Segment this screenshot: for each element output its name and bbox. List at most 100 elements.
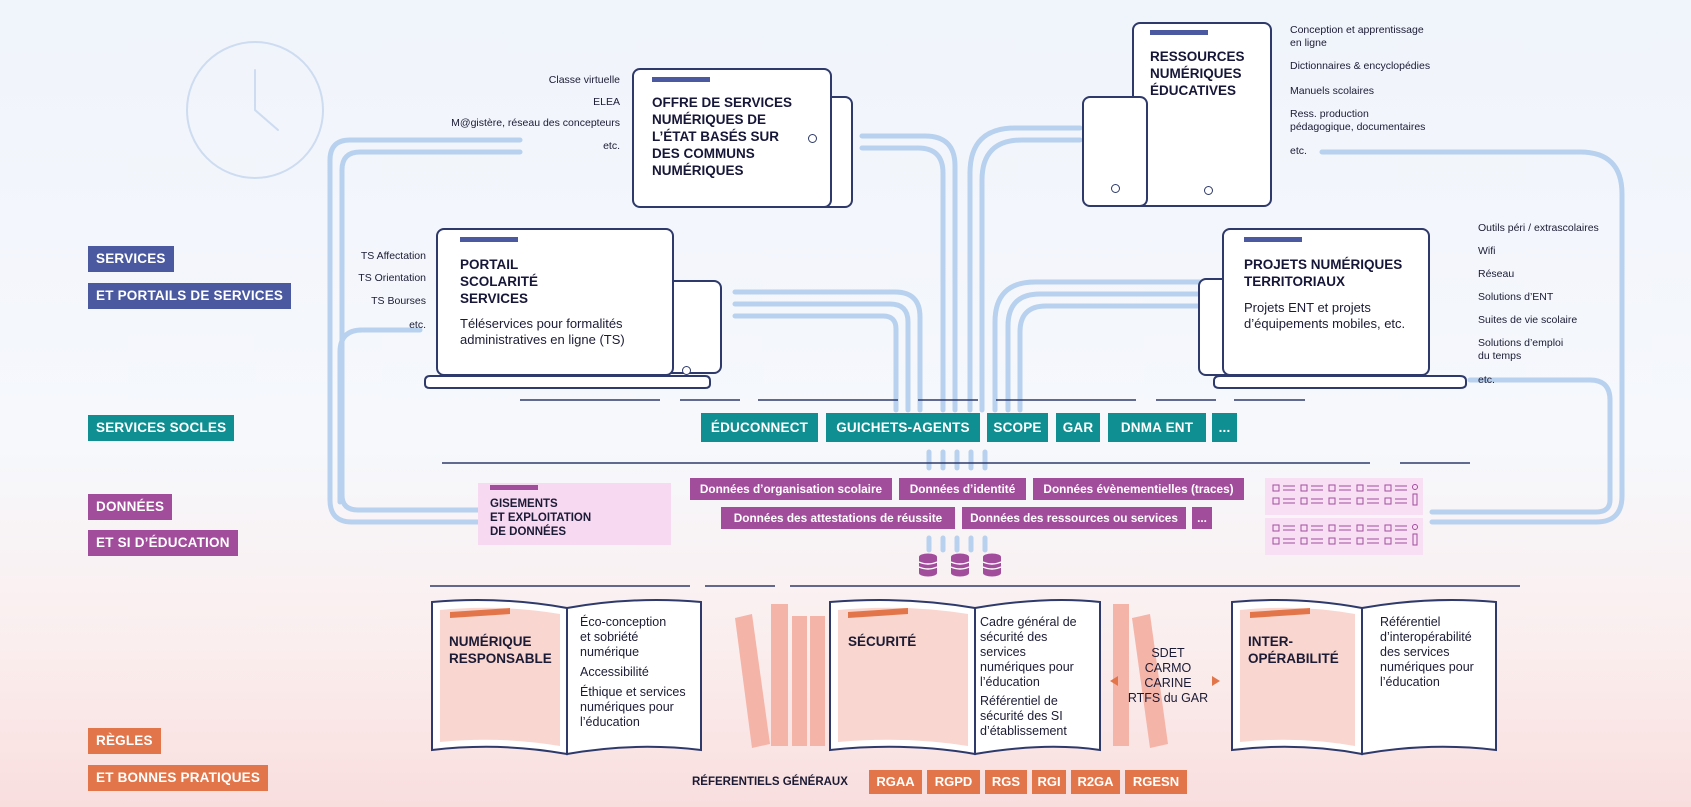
card-accent-bar (1244, 237, 1302, 242)
socle-scope: SCOPE (987, 413, 1048, 442)
projets-text-line: Projets ENT et projets (1244, 300, 1371, 315)
projets-list-item: Outils péri / extrascolaires (1478, 222, 1599, 234)
offre-title-line: L’ÉTAT BASÉS SUR (652, 129, 780, 144)
portail-title-line: PORTAIL (460, 257, 519, 272)
gisements-title-line: GISEMENTS (490, 498, 558, 510)
referentiel-rgesn: RGESN (1125, 770, 1187, 794)
projets-title-line: PROJETS NUMÉRIQUES (1244, 257, 1403, 272)
ressources-list-line: pédagogique, documentaires (1290, 121, 1426, 133)
offre-list-item: Classe virtuelle (548, 74, 620, 86)
referentiel-rgs: RGS (985, 770, 1027, 794)
database-icon (983, 553, 1001, 577)
book-text-line: numériques pour (580, 700, 674, 714)
book-text-line: d’interopérabilité (1380, 630, 1472, 644)
portail-title-line: SERVICES (460, 291, 529, 306)
projets-list-item: Wifi (1478, 245, 1496, 257)
book-title-line: RESPONSABLE (449, 651, 552, 666)
referentiel-r2ga: R2GA (1071, 770, 1120, 794)
database-icon (951, 553, 969, 577)
book-text-line: services (980, 645, 1026, 659)
book-text-line: numériques pour (1380, 660, 1474, 674)
ressources-list: Conception et apprentissage en ligne Dic… (1290, 24, 1460, 164)
book-text-line: et sobriété (580, 630, 639, 644)
projets-list-item: Réseau (1478, 268, 1515, 280)
book-text-line: sécurité des (980, 630, 1048, 644)
ressources-list-item: Ress. production pédagogique, documentai… (1290, 108, 1425, 134)
ressources-list-line: Conception et apprentissage (1290, 24, 1424, 36)
server-rack-icon (1265, 478, 1423, 515)
offre-list-item: ELEA (593, 96, 620, 108)
socle-guichets-agents: GUICHETS-AGENTS (826, 413, 980, 442)
book-middle-line: CARMO (1144, 661, 1192, 675)
ressources-list-item: Manuels scolaires (1290, 85, 1375, 97)
offre-title: OFFRE DE SERVICES NUMÉRIQUES DE L’ÉTAT B… (652, 94, 792, 179)
book-title-line: OPÉRABILITÉ (1248, 651, 1339, 666)
projets-card: PROJETS NUMÉRIQUES TERRITORIAUX Projets … (1222, 228, 1430, 376)
book-securite-text: Cadre général de sécurité des services n… (980, 615, 1077, 739)
ressources-list-line: Ress. production (1290, 108, 1369, 120)
donnee-more: ... (1192, 507, 1212, 529)
book-text-line: sécurité des SI (980, 709, 1063, 723)
referentiel-rgaa: RGAA (869, 770, 922, 794)
offre-list: Classe virtuelle ELEA M@gistère, réseau … (400, 72, 620, 152)
ressources-title-line: ÉDUCATIVES (1150, 83, 1237, 98)
device-button-icon (808, 134, 817, 143)
category-regles: RÈGLES (88, 728, 161, 754)
portail-text-line: Téléservices pour formalités (460, 316, 623, 331)
book-text-line: numérique (580, 645, 640, 659)
donnee-ressources: Données des ressources ou services (962, 507, 1186, 529)
book-middle-line: RTFS du GAR (1127, 691, 1209, 705)
book-title-line: NUMÉRIQUE (449, 634, 532, 649)
book-securite-title: SÉCURITÉ (848, 633, 916, 650)
device-button-icon (682, 366, 691, 375)
offre-list-item: etc. (603, 140, 620, 152)
portail-list-item: etc. (409, 319, 426, 331)
offre-title-line: NUMÉRIQUES (652, 163, 744, 178)
donnee-organisation: Données d’organisation scolaire (690, 478, 892, 500)
book-middle-line: SDET (1151, 646, 1185, 660)
book-text-line: l’éducation (980, 675, 1040, 689)
projets-description: Projets ENT et projets d’équipements mob… (1244, 300, 1405, 332)
projets-text-line: d’équipements mobiles, etc. (1244, 316, 1406, 331)
projets-list-line: Solutions d’emploi (1478, 337, 1564, 349)
projets-list-item: Suites de vie scolaire (1478, 314, 1578, 326)
socle-gar: GAR (1056, 413, 1100, 442)
portail-list-item: TS Bourses (371, 295, 426, 307)
ressources-title-line: NUMÉRIQUES (1150, 66, 1242, 81)
book-interop-title: INTER- OPÉRABILITÉ (1248, 633, 1339, 667)
gisements-accent-bar (490, 485, 538, 490)
ressources-title: RESSOURCES NUMÉRIQUES ÉDUCATIVES (1150, 48, 1245, 99)
book-text-line: numériques pour (980, 660, 1074, 674)
device-button-icon (1111, 184, 1120, 193)
card-accent-bar (460, 237, 518, 242)
book-text-line: d’établissement (980, 724, 1067, 738)
projets-list-item: Solutions d’emploi du temps (1478, 337, 1563, 363)
ressources-list-item: Conception et apprentissage en ligne (1290, 24, 1424, 50)
database-icon (919, 553, 937, 577)
portail-list-item: TS Affectation (360, 250, 426, 262)
gisements-title-line: DE DONNÉES (490, 526, 567, 538)
book-text-line: Référentiel (1380, 615, 1441, 629)
offre-title-line: OFFRE DE SERVICES (652, 95, 793, 110)
portail-text-line: administratives en ligne (TS) (460, 332, 625, 347)
portail-card: PORTAIL SCOLARITÉ SERVICES Téléservices … (436, 228, 691, 376)
donnee-evenementielles: Données évènementielles (traces) (1033, 478, 1244, 500)
category-services: SERVICES (88, 246, 174, 272)
book-text-line: Accessibilité (580, 665, 649, 679)
ressources-list-item: etc. (1290, 145, 1307, 157)
book-text-line: l’éducation (1380, 675, 1440, 689)
book-middle-text: SDET CARMO CARINE RTFS du GAR (1124, 646, 1212, 706)
donnee-identite: Données d’identité (899, 478, 1026, 500)
card-accent-bar (652, 77, 710, 82)
server-rack-icon (1265, 518, 1423, 555)
offre-list-item: M@gistère, réseau des concepteurs (451, 117, 620, 129)
ressources-phone (1082, 96, 1148, 207)
projets-title-line: TERRITORIAUX (1244, 274, 1346, 289)
donnee-attestations: Données des attestations de réussite (721, 507, 955, 529)
book-numerique-text: Éco-conception et sobriété numérique Acc… (580, 615, 686, 730)
projets-list: Outils péri / extrascolaires Wifi Réseau… (1478, 222, 1678, 392)
referentiel-rgi: RGI (1032, 770, 1066, 794)
offre-title-line: DES COMMUNS (652, 146, 755, 161)
offre-title-line: NUMÉRIQUES DE (652, 112, 767, 127)
